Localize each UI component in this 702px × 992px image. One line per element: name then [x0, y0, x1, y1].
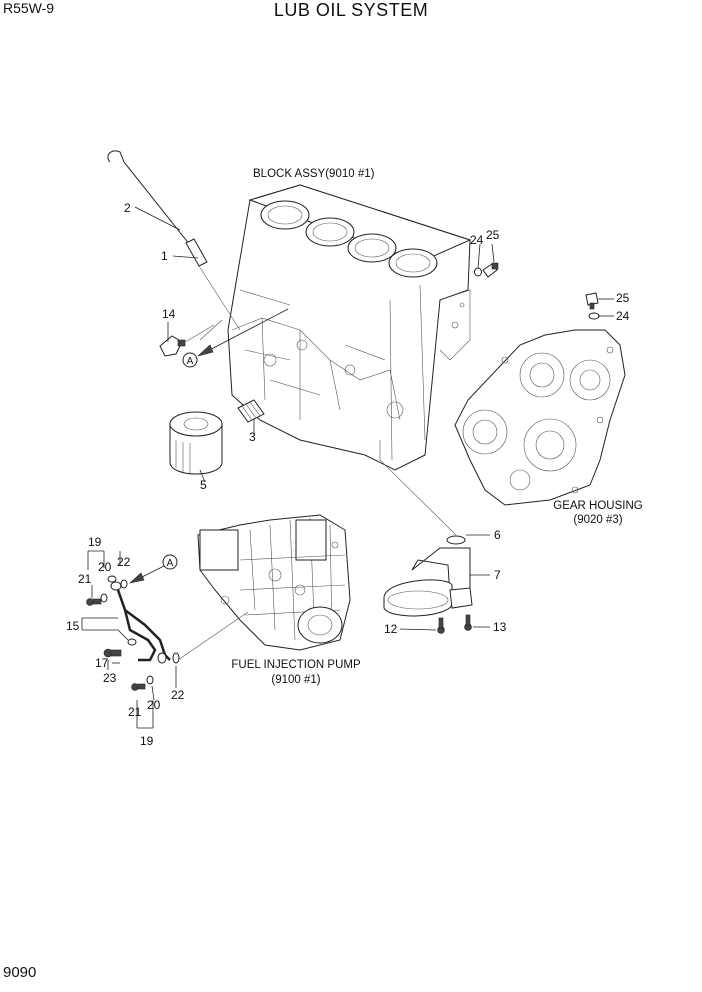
callout: 25 — [616, 291, 630, 305]
engine-block-drawing — [227, 184, 472, 471]
callout: 22 — [117, 555, 131, 569]
callout-numbers: 2 1 14 3 5 24 25 25 24 6 7 12 13 19 22 2… — [66, 201, 630, 748]
gear-housing-drawing — [454, 329, 626, 506]
fuel-injection-pump-caption: FUEL INJECTION PUMP — [231, 659, 361, 671]
oil-pressure-switch-drawing — [159, 335, 186, 357]
page-number: 9090 — [3, 964, 37, 981]
callout: 22 — [171, 688, 185, 702]
oil-pipe-assembly-drawing — [86, 575, 180, 691]
callout: 5 — [200, 478, 207, 492]
callout: 7 — [494, 568, 501, 582]
callout: 1 — [161, 249, 168, 263]
callout: 6 — [494, 528, 501, 542]
callout: 24 — [470, 233, 484, 247]
oil-strainer-drawing — [383, 535, 473, 634]
callout: 15 — [66, 619, 80, 633]
ref-circle-a-lower: A — [162, 554, 178, 570]
callout: 2 — [124, 201, 131, 215]
fuel-injection-pump-drawing — [197, 514, 351, 651]
callout: 12 — [384, 622, 398, 636]
ref-circle-a-upper: A — [182, 352, 198, 368]
callout: 13 — [493, 620, 507, 634]
pipe-drawing — [237, 399, 265, 423]
callout: 25 — [486, 228, 500, 242]
leader-lines — [81, 206, 614, 729]
oil-filter-drawing — [169, 411, 223, 475]
callout: 21 — [78, 572, 92, 586]
callout: 19 — [140, 734, 154, 748]
block-assy-caption: BLOCK ASSY(9010 #1) — [253, 168, 375, 180]
callout: 19 — [88, 535, 102, 549]
callout: 17 — [95, 656, 109, 670]
callout: 24 — [616, 309, 630, 323]
model-code: R55W-9 — [3, 0, 55, 16]
fuel-injection-pump-ref: (9100 #1) — [271, 674, 320, 686]
ref-a-label: A — [187, 356, 194, 367]
ref-a-label: A — [167, 558, 174, 569]
callout: 23 — [103, 671, 117, 685]
callout: 20 — [98, 560, 112, 574]
page-title: LUB OIL SYSTEM — [273, 0, 429, 20]
callout: 21 — [128, 705, 142, 719]
callout: 20 — [147, 698, 161, 712]
callout: 14 — [162, 307, 176, 321]
dipstick-and-guide-drawing — [107, 150, 241, 331]
gear-housing-caption: GEAR HOUSING — [553, 500, 643, 512]
gear-housing-ref: (9020 #3) — [573, 514, 622, 526]
bolts-24-25-drawing — [474, 262, 600, 320]
callout: 3 — [249, 430, 256, 444]
